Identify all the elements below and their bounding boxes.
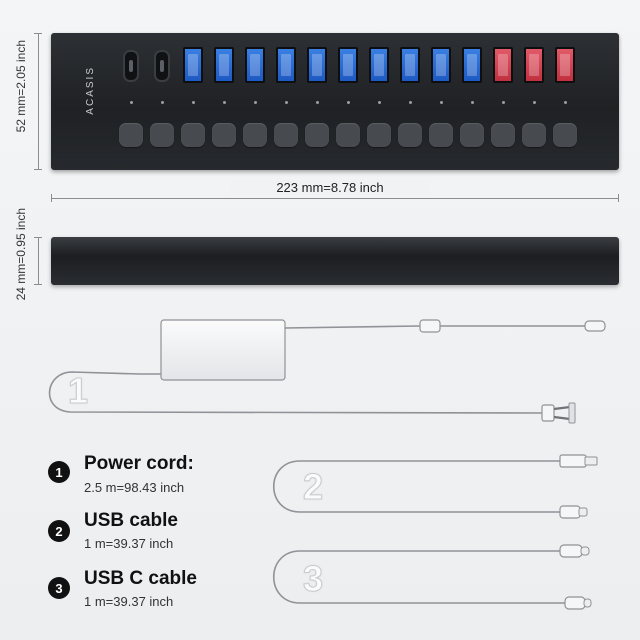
port-indicator-led: [315, 101, 319, 104]
port-power-switch: [491, 123, 515, 147]
port-indicator-led: [563, 101, 567, 104]
thickness-dimension-line: [38, 237, 39, 285]
port-indicator-led: [377, 101, 381, 104]
height-dimension-tick-bottom: [34, 169, 42, 170]
port-power-switch: [429, 123, 453, 147]
port-indicator-led: [532, 101, 536, 104]
usb-c-port: [154, 50, 170, 82]
usb-c-cable-length: 1 m=39.37 inch: [84, 594, 174, 609]
port-power-switch: [212, 123, 236, 147]
port-power-switch: [119, 123, 143, 147]
usb-c-plug-a: [559, 544, 583, 558]
port-power-switch: [274, 123, 298, 147]
usb-data-port: [431, 47, 451, 83]
ferrite-bead: [419, 319, 441, 333]
port-power-switch: [460, 123, 484, 147]
ac-plug: [541, 404, 555, 422]
port-indicator-led: [160, 101, 164, 104]
port-power-switch: [305, 123, 329, 147]
port-power-switch: [522, 123, 546, 147]
height-dimension-line: [38, 33, 39, 170]
usb-a-plug: [559, 454, 587, 468]
length-dimension-line: [51, 198, 619, 199]
dc-barrel-plug: [584, 320, 606, 332]
usb-data-port: [214, 47, 234, 83]
usb-data-port: [276, 47, 296, 83]
usb-data-port: [400, 47, 420, 83]
usb-cable-length: 1 m=39.37 inch: [84, 536, 174, 551]
usb-c-plug-b: [564, 596, 586, 610]
usb-charging-port: [524, 47, 544, 83]
port-power-switch: [336, 123, 360, 147]
usb-b-plug: [559, 505, 581, 519]
usb-charging-port: [555, 47, 575, 83]
port-indicator-led: [253, 101, 257, 104]
height-dimension-tick-top: [34, 33, 42, 34]
usb-cable-number: 2: [302, 466, 324, 508]
length-dimension-label: 223 mm=8.78 inch: [230, 180, 430, 195]
power-cord-loop: [48, 371, 546, 414]
port-indicator-led: [129, 101, 133, 104]
port-indicator-led: [222, 101, 226, 104]
usb-data-port: [462, 47, 482, 83]
usb-data-port: [369, 47, 389, 83]
thickness-dimension-tick-bottom: [34, 284, 42, 285]
port-power-switch: [181, 123, 205, 147]
usb-data-port: [338, 47, 358, 83]
usb-data-port: [245, 47, 265, 83]
hub-side-view: [51, 237, 619, 285]
usb-c-cable-loop: [272, 550, 565, 604]
port-indicator-led: [470, 101, 474, 104]
usb-charging-port: [493, 47, 513, 83]
power-cord-length: 2.5 m=98.43 inch: [84, 480, 185, 495]
usb-cable-title: USB cable: [84, 510, 178, 531]
port-indicator-led: [439, 101, 443, 104]
thickness-dimension-tick-top: [34, 237, 42, 238]
port-power-switch: [150, 123, 174, 147]
length-dimension-tick-right: [618, 194, 619, 202]
port-power-switch: [553, 123, 577, 147]
power-cord-badge: 1: [48, 461, 70, 483]
port-indicator-led: [408, 101, 412, 104]
usb-c-cable-title: USB C cable: [84, 568, 197, 589]
power-cord-number: 1: [67, 370, 89, 412]
usb-c-cable-badge: 3: [48, 577, 70, 599]
port-indicator-led: [346, 101, 350, 104]
port-power-switch: [243, 123, 267, 147]
usb-cable-loop: [273, 460, 560, 513]
dc-cable: [284, 325, 421, 329]
power-adapter-brick: [160, 319, 286, 381]
usb-data-port: [183, 47, 203, 83]
port-power-switch: [398, 123, 422, 147]
port-indicator-led: [191, 101, 195, 104]
port-indicator-led: [501, 101, 505, 104]
usb-data-port: [307, 47, 327, 83]
usb-c-port: [123, 50, 139, 82]
power-cord-title: Power cord:: [84, 453, 194, 474]
port-power-switch: [367, 123, 391, 147]
usb-cable-badge: 2: [48, 520, 70, 542]
length-dimension-tick-left: [51, 194, 52, 202]
usb-c-cable-number: 3: [302, 558, 324, 600]
port-indicator-led: [284, 101, 288, 104]
